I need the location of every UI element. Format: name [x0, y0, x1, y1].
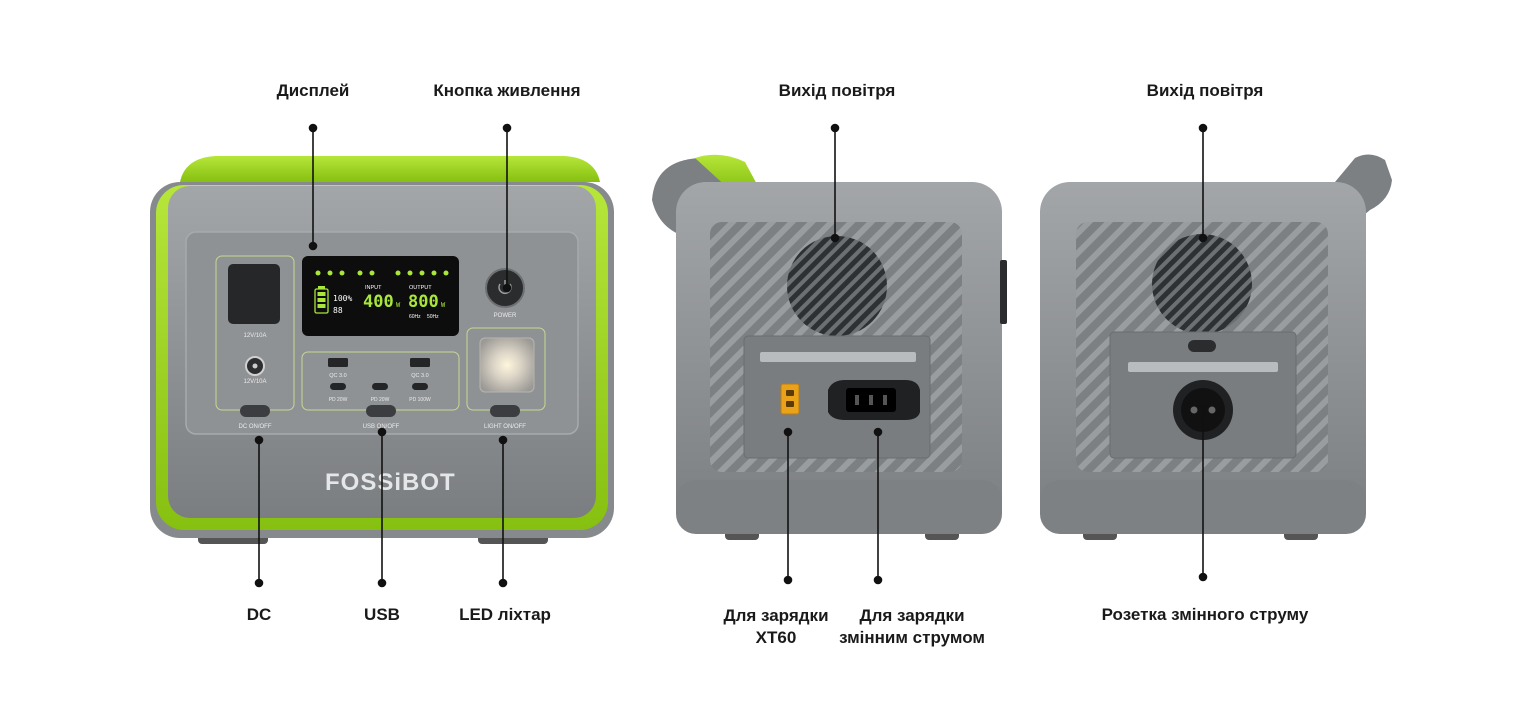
label-xt60-line1: Для зарядки — [723, 606, 829, 625]
qc2-label: QC 3.0 — [411, 373, 428, 379]
dc-port1-label: 12V/10A — [243, 333, 266, 339]
pd2-label: PD 20W — [371, 397, 390, 403]
lcd-input-unit: W — [396, 301, 401, 309]
light-on-off-button[interactable] — [490, 405, 520, 417]
lcd-display — [302, 256, 459, 336]
label-xt60-line2: XT60 — [755, 628, 797, 647]
side-port-cover — [760, 352, 916, 362]
lcd-input-value: 400 — [363, 292, 394, 312]
top-handle — [180, 156, 600, 182]
lcd-input-label: INPUT — [365, 285, 382, 291]
ac-input-pin — [883, 395, 887, 405]
label-air-outlet-side: Вихід повітря — [778, 81, 896, 100]
light-caption: LIGHT ON/OFF — [484, 424, 526, 430]
label-xt60: Для зарядки XT60 — [713, 605, 839, 649]
led-light — [479, 337, 535, 393]
lcd-output-value: 800 — [408, 292, 439, 312]
side-handle-green — [695, 154, 760, 190]
label-usb: USB — [364, 605, 400, 624]
lcd-small-digits: 88 — [333, 306, 343, 315]
power-caption: POWER — [494, 313, 517, 319]
brand-logo: FOSSiBOT — [325, 469, 456, 496]
side-fan — [787, 236, 887, 336]
xt60-pin — [786, 401, 794, 407]
usb-a-port-2[interactable] — [410, 358, 430, 367]
usb-c-port-1[interactable] — [330, 383, 346, 390]
label-dc: DC — [246, 605, 272, 624]
side-base — [676, 480, 1002, 534]
label-power-button: Кнопка живлення — [433, 81, 581, 100]
side-unit — [652, 154, 1007, 540]
ac-on-off-button[interactable] — [1188, 340, 1216, 352]
lcd-freq2: 50Hz — [427, 314, 439, 320]
label-ac-socket: Розетка змінного струму — [1101, 605, 1309, 624]
label-ac-charge-line2: змінним струмом — [839, 628, 985, 647]
lcd-freq1: 60Hz — [409, 314, 421, 320]
usb-caption: USB ON/OFF — [363, 424, 400, 430]
label-air-outlet-back: Вихід повітря — [1146, 81, 1264, 100]
lcd-status-icons — [315, 270, 449, 276]
ac-input-pin — [869, 395, 873, 405]
dc5521-pin — [252, 363, 258, 369]
lcd-battery-icon — [314, 286, 329, 314]
pd1-label: PD 20W — [329, 397, 348, 403]
usb-a-port-1[interactable] — [328, 358, 348, 367]
usb-c-port-2[interactable] — [372, 383, 388, 390]
dc-cigarette-port[interactable] — [228, 264, 280, 324]
label-ac-charge-line1: Для зарядки — [859, 606, 965, 625]
ac-socket-hole — [1190, 406, 1198, 414]
dc-caption: DC ON/OFF — [239, 424, 272, 430]
label-led-light: LED ліхтар — [459, 605, 551, 624]
back-port-cover — [1128, 362, 1278, 372]
side-latch — [1000, 260, 1007, 324]
label-ac-charge: Для зарядки змінним струмом — [828, 605, 996, 649]
back-fan — [1152, 234, 1252, 334]
front-unit: 12V/10A 12V/10A DC ON/OFF 100% 88 INPUT … — [150, 156, 614, 544]
lcd-output-unit: W — [441, 301, 446, 309]
pd3-label: PD 100W — [409, 397, 431, 403]
lcd-output-label: OUTPUT — [409, 285, 432, 291]
usb-c-port-3[interactable] — [412, 383, 428, 390]
qc1-label: QC 3.0 — [329, 373, 346, 379]
dc-port2-label: 12V/10A — [243, 379, 266, 385]
ac-input-pin — [855, 395, 859, 405]
usb-on-off-button[interactable] — [366, 405, 396, 417]
xt60-port[interactable] — [780, 383, 800, 415]
lcd-battery-percent: 100% — [333, 294, 352, 303]
callout-lines — [254, 123, 1208, 588]
ac-socket-hole — [1208, 406, 1216, 414]
back-unit — [1040, 154, 1392, 540]
xt60-pin — [786, 390, 794, 396]
dc-on-off-button[interactable] — [240, 405, 270, 417]
label-display: Дисплей — [276, 81, 350, 100]
